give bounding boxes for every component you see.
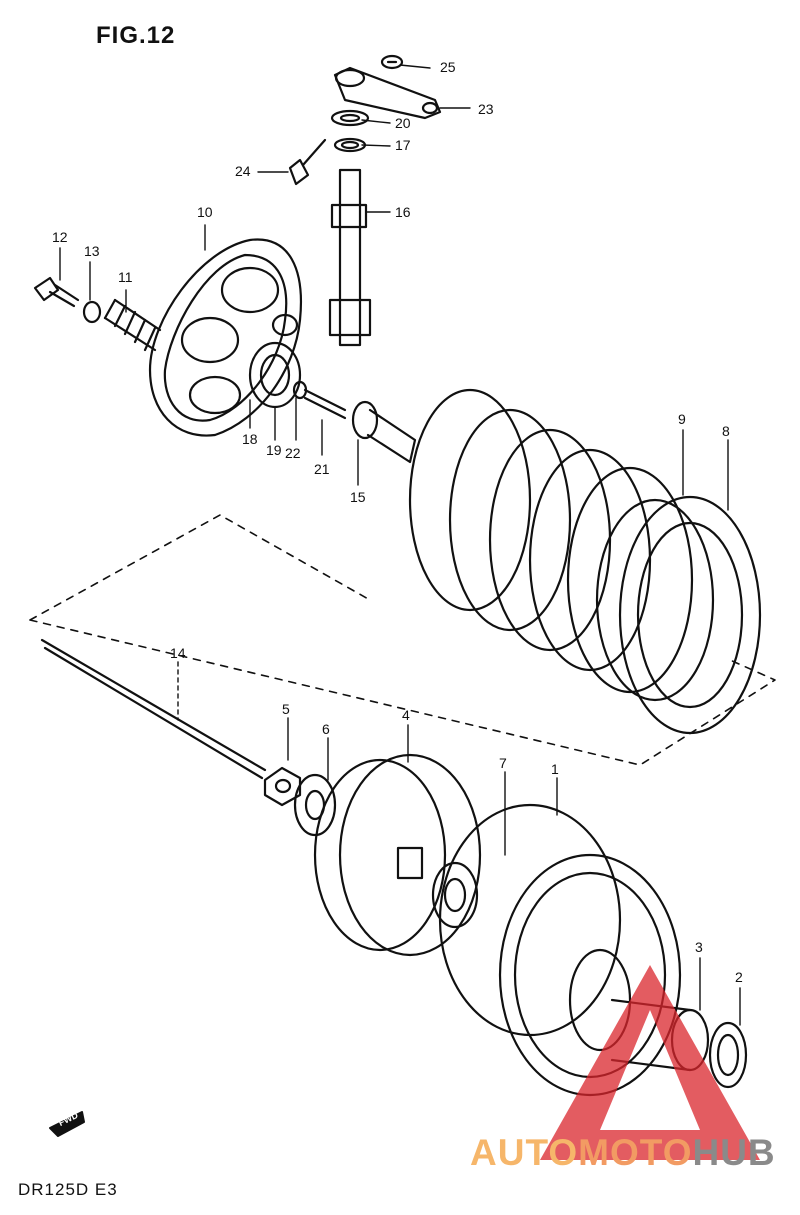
clutch-plate-stack (408, 388, 762, 735)
callout-4: 4 (402, 707, 410, 723)
callout-10: 10 (197, 204, 213, 220)
thrust-washer-7 (431, 861, 479, 929)
callout-18: 18 (242, 431, 258, 447)
washer-2 (708, 1021, 748, 1089)
sleeve-hub-4 (313, 753, 482, 957)
watermark-part-1: AUTO (470, 1132, 579, 1173)
callout-22: 22 (285, 445, 301, 461)
washer-6 (293, 773, 337, 837)
spring-11 (103, 298, 162, 352)
push-rod-15 (351, 400, 417, 464)
callout-24: 24 (235, 163, 251, 179)
callout-7: 7 (499, 755, 507, 771)
callout-14: 14 (170, 645, 186, 661)
callout-1: 1 (551, 761, 559, 777)
fwd-arrow (49, 1111, 85, 1137)
callout-8: 8 (722, 423, 730, 439)
model-label: DR125D E3 (18, 1180, 118, 1199)
nut-5 (263, 766, 302, 807)
washer-20 (330, 109, 370, 127)
callout-12: 12 (52, 229, 68, 245)
bolt-24 (288, 138, 327, 186)
callout-15: 15 (350, 489, 366, 505)
pressure-plate-10 (148, 238, 302, 437)
callout-20: 20 (395, 115, 411, 131)
screw-25 (380, 54, 404, 70)
callout-13: 13 (84, 243, 100, 259)
drive-plate-8 (618, 495, 762, 735)
callout-19: 19 (266, 442, 282, 458)
callout-9: 9 (678, 411, 686, 427)
release-shaft-16 (328, 168, 372, 347)
callout-16: 16 (395, 204, 411, 220)
callout-17: 17 (395, 137, 411, 153)
bearing-18 (248, 341, 302, 409)
dashed-group-outline (29, 514, 776, 766)
callout-5: 5 (282, 701, 290, 717)
callout-11: 11 (118, 269, 133, 285)
callout-21: 21 (314, 461, 330, 477)
clutch-housing-1 (438, 803, 682, 1097)
bolt-12 (33, 276, 80, 308)
leader-lines (59, 64, 741, 1026)
watermark-triangle-logo (540, 965, 760, 1160)
watermark-part-3: HUB (692, 1132, 776, 1173)
push-rod-14 (40, 638, 267, 780)
callout-2: 2 (735, 969, 743, 985)
callout-23: 23 (478, 101, 494, 117)
callout-6: 6 (322, 721, 330, 737)
push-piece-21 (303, 388, 347, 420)
watermark-logo-text: AUTOMOTOHUB (470, 1132, 776, 1174)
washer-13 (82, 300, 102, 324)
callout-25: 25 (440, 59, 456, 75)
driven-plate-9 (595, 498, 715, 702)
watermark-part-2: MOTO (578, 1132, 693, 1173)
figure-title: FIG.12 (96, 22, 176, 49)
oil-seal-17 (333, 137, 367, 153)
release-lever (333, 66, 442, 120)
callout-3: 3 (695, 939, 703, 955)
